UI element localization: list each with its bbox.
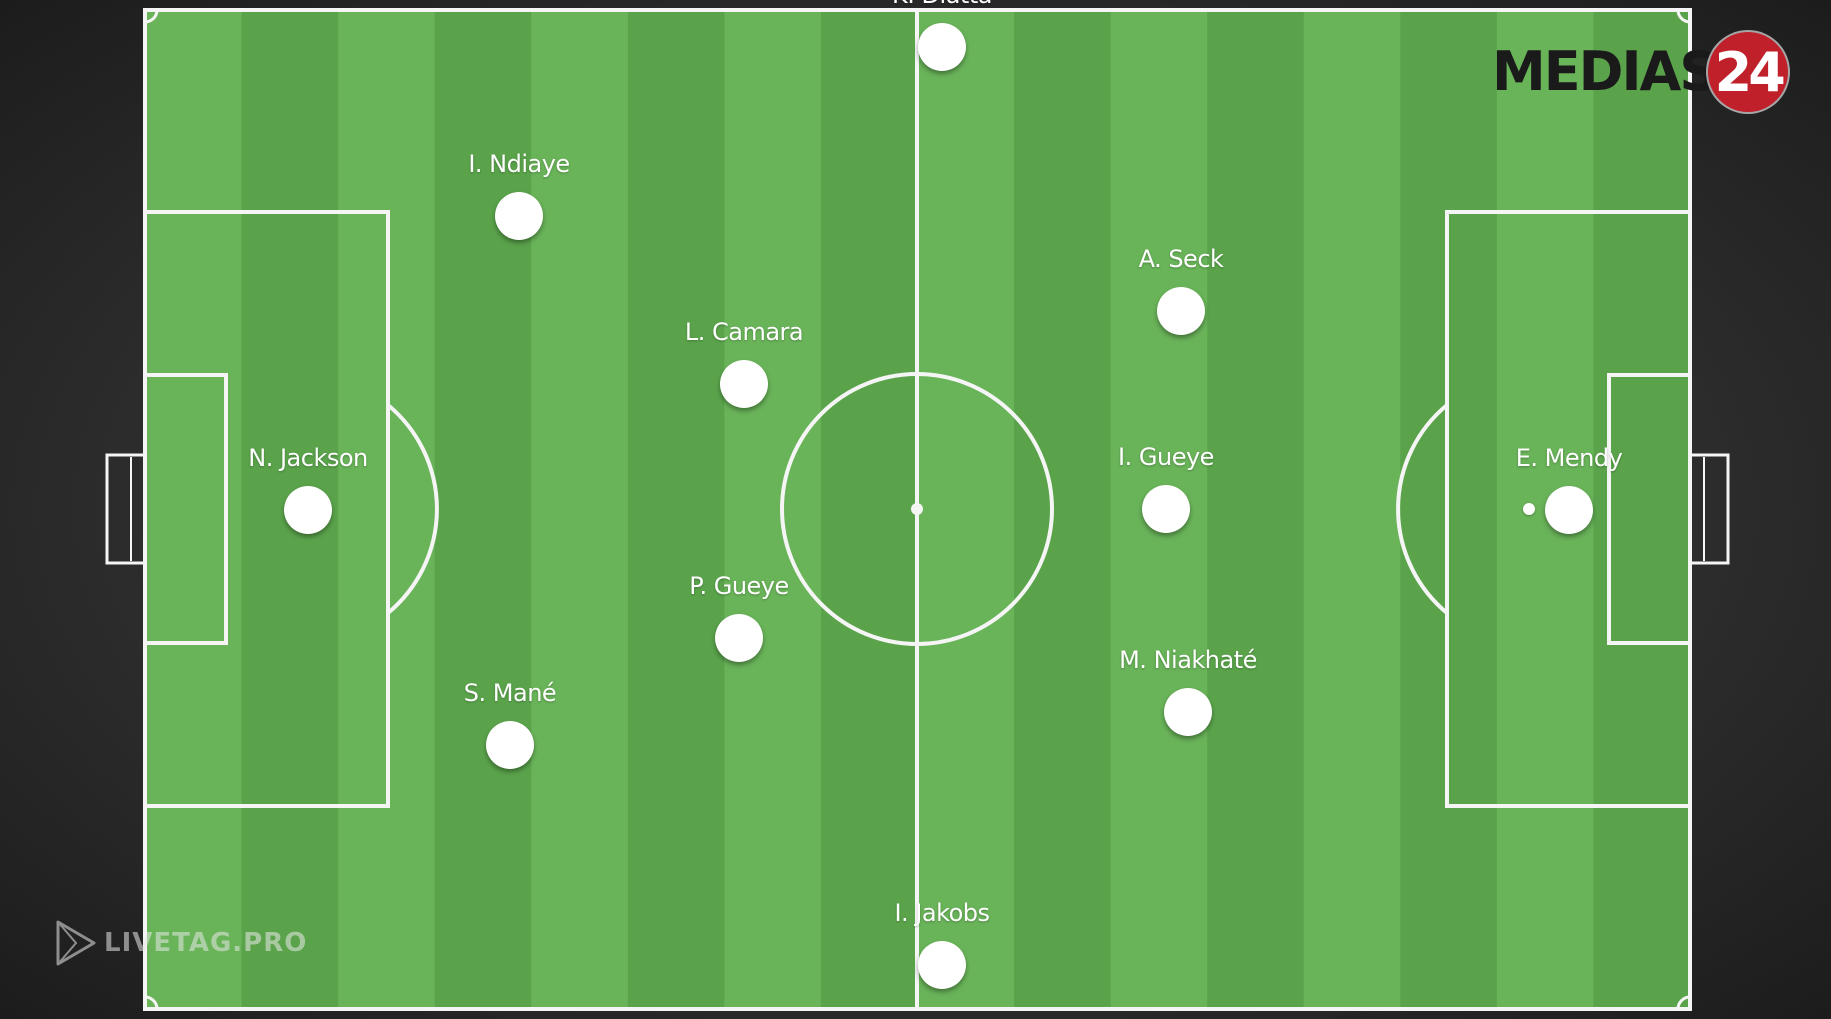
grass-stripe xyxy=(1303,10,1401,1009)
grass-stripe xyxy=(1207,10,1305,1009)
corner-arc xyxy=(1676,995,1691,1010)
player-name: I. Jakobs xyxy=(894,899,990,927)
player-name: A. Seck xyxy=(1138,245,1224,273)
player-marker[interactable] xyxy=(1164,688,1212,736)
grass-stripe xyxy=(434,10,532,1009)
grass-stripe xyxy=(724,10,822,1009)
player-marker[interactable] xyxy=(486,721,534,769)
goal-left xyxy=(105,453,147,565)
player-name: S. Mané xyxy=(463,679,557,707)
grass-stripe xyxy=(1014,10,1112,1009)
ball xyxy=(1523,503,1535,515)
player-marker[interactable] xyxy=(1545,486,1593,534)
corner-arc xyxy=(1676,9,1691,24)
player-name: I. Ndiaye xyxy=(468,150,570,178)
player-name: P. Gueye xyxy=(689,572,789,600)
player-marker[interactable] xyxy=(720,360,768,408)
logo-badge: 24 xyxy=(1708,32,1789,112)
logo-text: MEDIAS xyxy=(1492,40,1718,103)
player-marker[interactable] xyxy=(918,23,966,71)
livetag-watermark: LIVETAG.PRO xyxy=(52,918,307,968)
player-name: L. Camara xyxy=(684,318,804,346)
grass-stripe xyxy=(627,10,725,1009)
corner-arc xyxy=(144,9,159,24)
penalty-arc-right xyxy=(1396,403,1449,615)
player-marker[interactable] xyxy=(1157,287,1205,335)
penalty-arc-left xyxy=(386,403,439,615)
player-name: N. Jackson xyxy=(248,444,368,472)
player-marker[interactable] xyxy=(918,941,966,989)
corner-arc xyxy=(144,995,159,1010)
grass-stripe xyxy=(917,10,1015,1009)
player-marker[interactable] xyxy=(715,614,763,662)
grass-stripe xyxy=(531,10,629,1009)
medias24-logo: MEDIAS 24 xyxy=(1492,30,1789,114)
play-icon xyxy=(56,920,96,966)
player-marker[interactable] xyxy=(495,192,543,240)
watermark-text: LIVETAG.PRO xyxy=(104,928,308,958)
player-marker[interactable] xyxy=(284,486,332,534)
player-marker[interactable] xyxy=(1142,485,1190,533)
player-name: M. Niakhaté xyxy=(1119,646,1257,674)
pitch-stripes xyxy=(145,10,1691,1009)
goal-right xyxy=(1688,453,1730,565)
grass-stripe xyxy=(820,10,918,1009)
player-name: K. Diatta xyxy=(892,0,992,9)
player-name: I. Gueye xyxy=(1118,443,1214,471)
center-spot xyxy=(911,503,923,515)
player-name: E. Mendy xyxy=(1515,444,1623,472)
pitch-markings xyxy=(105,8,1730,1011)
center-circle xyxy=(780,372,1054,646)
